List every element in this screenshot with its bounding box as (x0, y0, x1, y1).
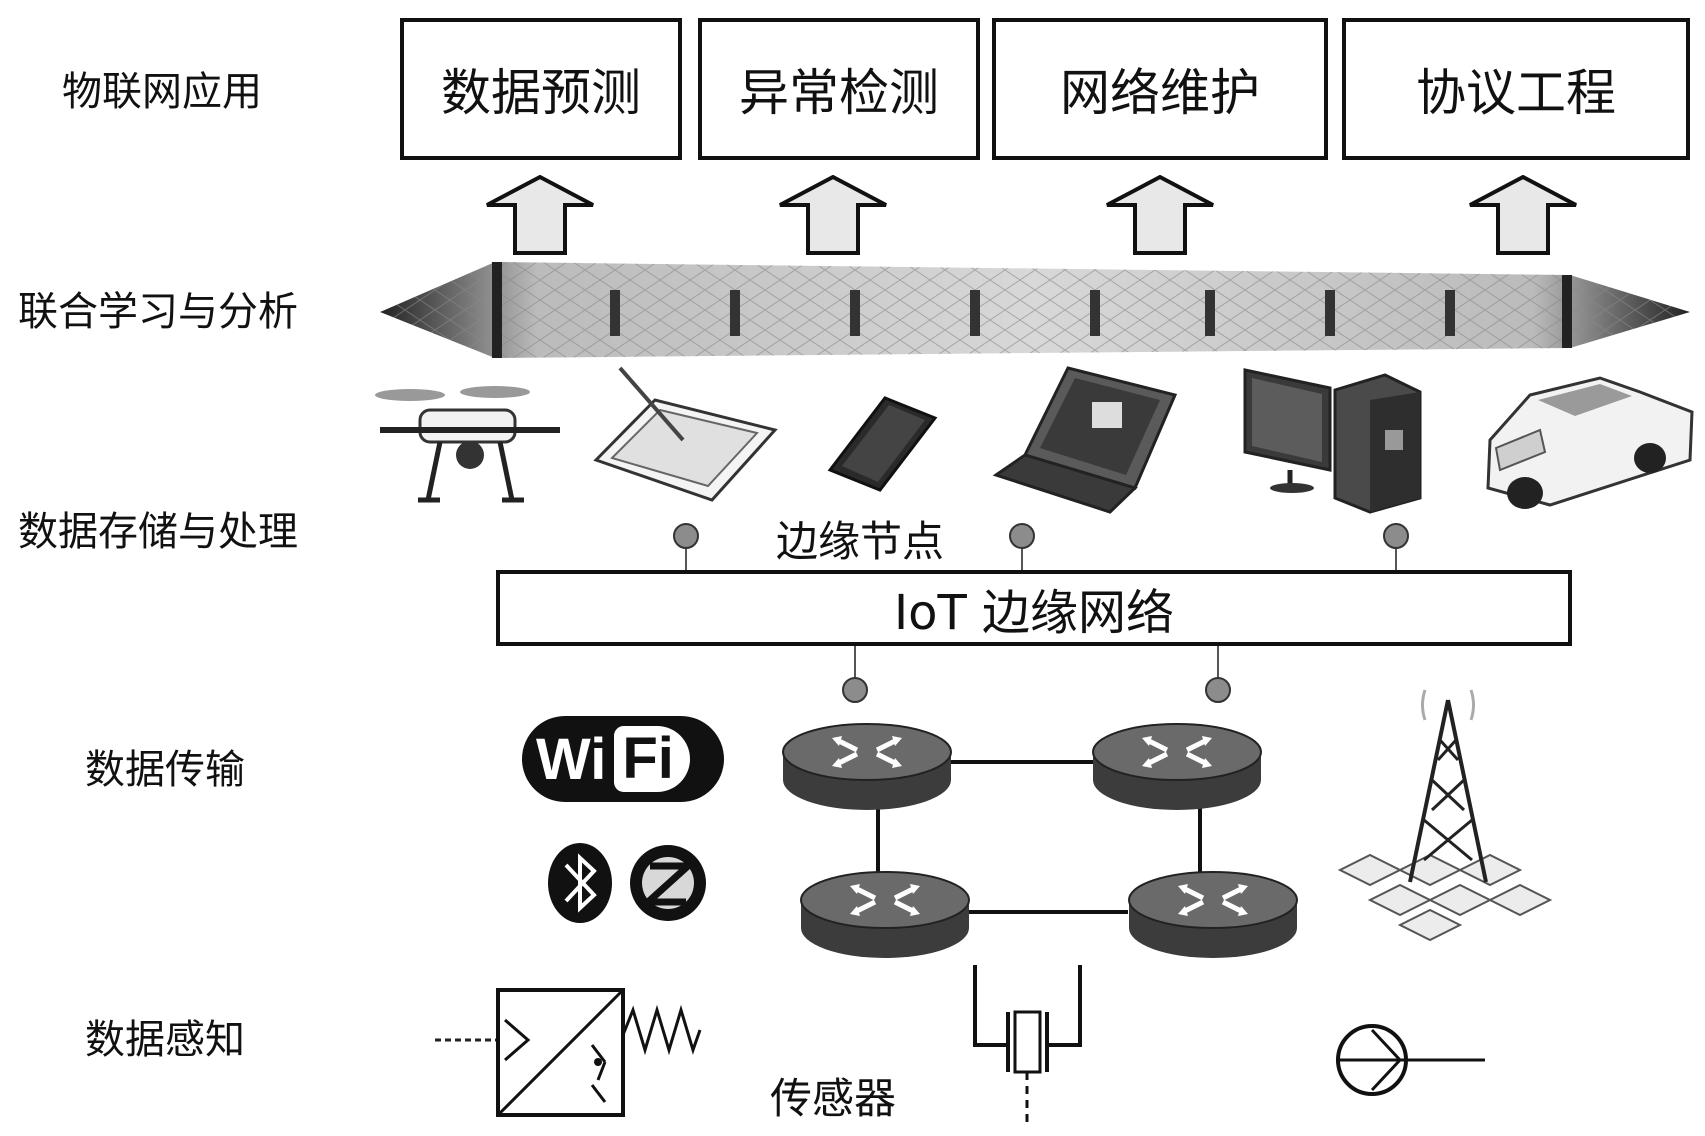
layer-label-transmission: 数据传输 (85, 747, 245, 793)
layer-label-storage-processing: 数据存储与处理 (18, 509, 298, 555)
network-nodes (842, 646, 1231, 703)
layer-label-federated-learning: 联合学习与分析 (18, 289, 298, 335)
app-box-data-prediction: 数据预测 (400, 18, 682, 160)
wifi-icon: Wi Fi (522, 716, 724, 802)
iot-edge-network-label: IoT 边缘网络 (893, 585, 1175, 641)
router-icon-2 (1093, 724, 1261, 810)
sensor-symbol-converter (435, 988, 702, 1117)
sensor-symbol-crystal (973, 965, 1082, 1125)
router-icon-1 (783, 724, 951, 810)
tablet-icon (593, 366, 778, 502)
router-network (783, 724, 1297, 958)
wifi-left-text: Wi (536, 726, 607, 792)
vehicle-icon (1486, 376, 1694, 509)
iot-edge-network-box: IoT 边缘网络 (496, 570, 1572, 646)
app-box-anomaly-detection: 异常检测 (698, 18, 980, 160)
wifi-right-text: Fi (622, 726, 674, 791)
wifi-right-badge: Fi (614, 726, 690, 792)
up-arrow-1 (485, 175, 595, 255)
phone-icon (827, 396, 938, 492)
up-arrow-2 (778, 175, 888, 255)
edge-nodes-label: 边缘节点 (776, 517, 945, 566)
bluetooth-icon (548, 843, 612, 923)
sensors-label: 传感器 (770, 1074, 897, 1123)
zigbee-icon (630, 845, 706, 921)
federated-learning-band (380, 262, 1690, 358)
router-icon-3 (801, 872, 969, 958)
app-box-network-maintenance: 网络维护 (992, 18, 1328, 160)
up-arrow-3 (1105, 175, 1215, 255)
drone-icon (375, 386, 560, 503)
laptop-icon (992, 366, 1178, 514)
router-icon-4 (1129, 872, 1297, 958)
layer-label-sensing: 数据感知 (85, 1017, 245, 1063)
cell-tower-icon (1337, 689, 1553, 942)
edge-nodes (673, 523, 1409, 570)
up-arrow-4 (1468, 175, 1578, 255)
sensor-symbol-circle (1336, 1024, 1485, 1096)
app-box-protocol-engineering: 协议工程 (1342, 18, 1690, 160)
desktop-computer-icon (1243, 368, 1422, 514)
layer-label-iot-application: 物联网应用 (62, 69, 262, 115)
